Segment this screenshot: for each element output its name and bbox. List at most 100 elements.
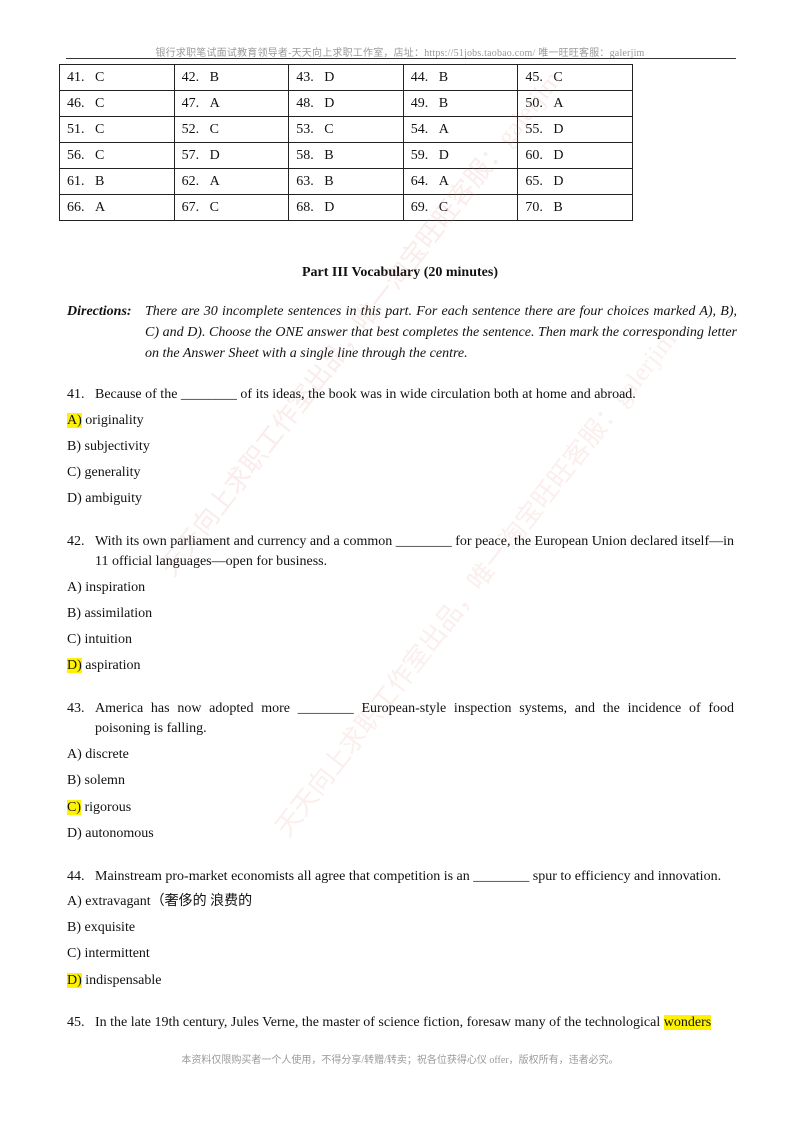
cell-answer: C [95,69,105,85]
cell-answer: B [438,95,449,111]
question-text: With its own parliament and currency and… [95,534,734,569]
cell-answer: A [95,199,106,215]
cell-number: 51. [67,121,85,137]
cell-answer: C [95,121,105,137]
option-text: solemn [81,773,125,788]
table-row: 51.C 52.C 53.C 54.A 55.D [59,116,633,143]
cell-answer: B [438,69,449,85]
question-number: 43. [67,701,85,716]
option-letter: B) [67,439,81,454]
cell-number: 41. [67,69,85,85]
cell-answer: B [553,199,563,215]
option-42-d: D) aspiration [67,657,141,675]
option-letter: D) [67,826,82,841]
cell-number: 67. [181,199,200,215]
directions-text: There are 30 incomplete sentences in thi… [145,304,737,361]
cell-answer: D [209,147,220,163]
table-cell: 42.B [173,64,290,91]
cell-number: 68. [296,199,314,215]
cell-number: 48. [296,95,314,111]
table-cell: 50. A [517,90,633,117]
cell-answer: C [209,199,219,215]
table-cell: 61.B [59,168,175,195]
option-letter: B) [67,773,81,788]
option-text: discrete [81,747,129,762]
cell-answer: D [553,173,564,189]
cell-number: 45. [525,69,543,85]
option-text: subjectivity [81,439,150,454]
option-43-c: C) rigorous [67,799,131,817]
cell-answer: C [209,121,219,137]
table-row: 41.C 42.B 43.D 44.B 45.C [59,64,633,91]
question-text: Mainstream pro-market economists all agr… [95,869,722,884]
table-cell: 60.D [517,142,633,169]
option-44-d: D) indispensable [67,972,162,990]
table-cell: 70. B [517,194,633,221]
table-cell: 68.D [288,194,404,221]
cell-number: 43. [296,69,314,85]
table-cell: 41. C [59,64,175,91]
question-45: 45. In the late 19th century, Jules Vern… [67,1013,734,1033]
table-cell: 69. C [402,194,519,221]
cell-number: 63. [296,173,314,189]
option-text: intermittent [81,946,150,961]
cell-number: 58. [296,147,314,163]
cell-number: 61. [67,173,85,189]
option-letter-highlighted: A) [67,413,82,428]
cell-number: 53. [296,121,314,137]
question-number: 42. [67,534,85,549]
page-header-text: 银行求职笔试面试教育领导者-天天向上求职工作室，店址：https://51job… [155,48,645,59]
cell-number: 49. [410,95,429,111]
cell-answer: A [553,95,564,111]
cell-number: 47. [181,95,200,111]
option-text: intuition [81,632,132,647]
option-text: extravagant（奢侈的 浪费的 [81,894,253,909]
option-41-a: A) originality [67,412,144,430]
section-title: Part III Vocabulary (20 minutes) [301,265,498,280]
cell-answer: C [438,199,449,215]
cell-number: 50. [525,95,543,111]
question-42: 42. With its own parliament and currency… [67,532,734,572]
option-text: autonomous [81,826,154,841]
option-text: inspiration [81,580,146,595]
cell-number: 46. [67,95,85,111]
question-text: America has now adopted more ________ Eu… [95,701,734,736]
table-cell: 54.A [402,116,519,143]
cell-number: 70. [525,199,543,215]
option-letter: C) [67,632,81,647]
option-letter-highlighted: D) [67,658,82,673]
question-text-part: In the late 19th century, Jules Verne, t… [95,1015,664,1030]
option-letter: C) [67,946,81,961]
table-row: 56.C 57.D 58.B 59.D 60.D [59,142,633,169]
option-44-b: B) exquisite [67,919,135,937]
cell-number: 69. [410,199,429,215]
table-cell: 67. C [173,194,290,221]
question-text: Because of the ________ of its ideas, th… [95,387,636,402]
table-cell: 66.A [59,194,175,221]
cell-answer: C [553,69,563,85]
option-42-c: C) intuition [67,631,132,649]
option-text: assimilation [81,606,153,621]
option-42-a: A) inspiration [67,579,145,597]
table-cell: 44.B [402,64,519,91]
cell-number: 62. [181,173,200,189]
option-letter: C) [67,465,81,480]
table-cell: 56.C [59,142,175,169]
cell-answer: D [553,147,564,163]
option-41-c: C) generality [67,464,140,482]
cell-number: 52. [181,121,200,137]
question-text: In the late 19th century, Jules Verne, t… [95,1013,734,1033]
cell-answer: B [324,147,334,163]
table-cell: 64.A [402,168,519,195]
table-cell: 53.C [288,116,404,143]
cell-number: 56. [67,147,85,163]
question-44: 44. Mainstream pro-market economists all… [67,867,734,887]
table-cell: 49. B [402,90,519,117]
option-letter: D) [67,491,82,506]
option-text: ambiguity [81,491,143,506]
option-43-a: A) discrete [67,746,129,764]
cell-answer: B [209,69,219,85]
table-cell: 59.D [402,142,519,169]
table-cell: 45. C [517,64,633,91]
cell-answer: D [553,121,564,137]
